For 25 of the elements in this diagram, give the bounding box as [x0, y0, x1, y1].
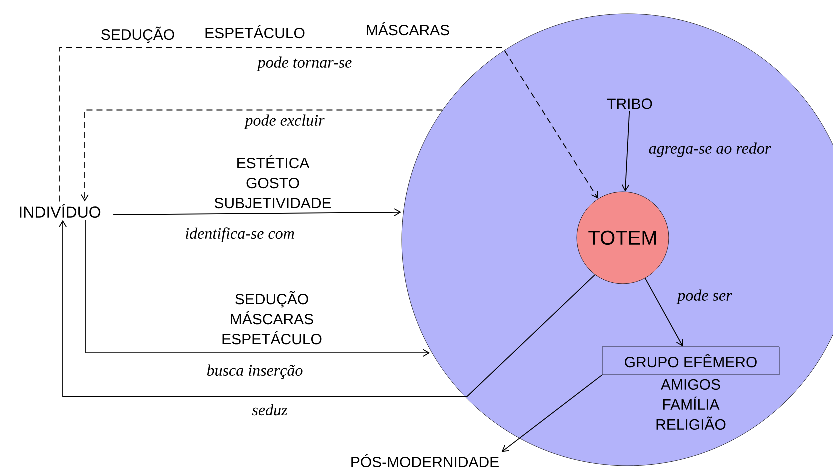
arrow [113, 208, 402, 216]
text-label: SEDUÇÃO [102, 26, 174, 44]
text-label: INDIVÍDUO [20, 204, 101, 218]
text-label: AMIGOS FAMÍLIA RELIGIÃO [656, 379, 726, 430]
arrow [59, 220, 596, 398]
edge-label: identifica-se com [184, 226, 296, 244]
text-label: MÁSCARAS [367, 22, 450, 36]
edge-label: agrega-se ao redor [648, 142, 772, 158]
arrow [60, 48, 598, 202]
edge-label: pode tornar-se [256, 56, 354, 72]
arrow [644, 278, 684, 347]
edge-label: pode ser [676, 288, 734, 306]
text-label: ESPETÁCULO [206, 25, 305, 39]
arrow [81, 110, 444, 202]
edge-label: pode excluir [244, 114, 326, 130]
edge-label: busca inserção [206, 364, 304, 380]
arrow [622, 111, 630, 192]
text-label: ESTÉTICA GOSTO SUBJETIVIDADE [214, 155, 332, 209]
arrow [86, 220, 430, 358]
text-label: SEDUÇÃO MÁSCARAS ESPETÁCULO [222, 291, 322, 345]
edge-label: seduz [251, 403, 289, 417]
process-box: GRUPO EFÊMERO [602, 346, 780, 376]
text-label: PÓS-MODERNIDADE [352, 454, 499, 468]
text-label: TRIBO [607, 98, 652, 110]
arrow [502, 374, 603, 452]
